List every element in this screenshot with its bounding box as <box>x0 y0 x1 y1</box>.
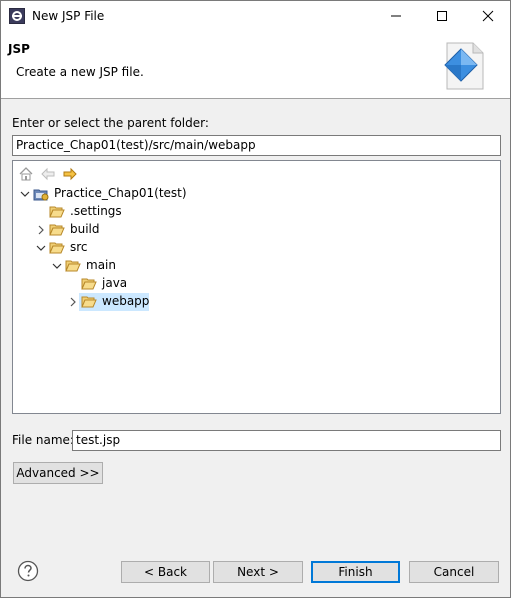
minimize-button[interactable] <box>373 1 419 31</box>
title-bar: New JSP File <box>1 1 510 31</box>
back-arrow-icon[interactable] <box>40 166 56 182</box>
home-icon[interactable] <box>18 166 34 182</box>
window-title: New JSP File <box>32 9 105 23</box>
chevron-down-icon[interactable] <box>19 188 31 200</box>
close-icon <box>482 10 494 22</box>
banner-title: JSP <box>8 42 30 56</box>
tree-item-label: java <box>102 276 128 290</box>
help-icon[interactable] <box>17 560 39 582</box>
folder-open-icon <box>49 242 65 254</box>
maximize-icon <box>437 11 447 21</box>
file-name-input[interactable]: test.jsp <box>72 430 501 451</box>
back-button[interactable]: < Back <box>121 561 210 583</box>
close-button[interactable] <box>465 1 510 31</box>
advanced-button[interactable]: Advanced >> <box>13 462 103 484</box>
chevron-right-icon[interactable] <box>35 224 47 236</box>
folder-open-icon <box>81 296 97 308</box>
next-button[interactable]: Next > <box>213 561 303 583</box>
jsp-file-wizard-icon <box>444 42 484 90</box>
selection-highlight <box>79 293 149 311</box>
tree-item-label: build <box>70 222 100 236</box>
project-icon <box>33 189 49 201</box>
chevron-down-icon[interactable] <box>51 260 63 272</box>
tree-item-label: src <box>70 240 88 254</box>
tree-item-label: webapp <box>102 294 150 308</box>
wizard-banner: JSP Create a new JSP file. <box>1 31 510 99</box>
tree-item-label: Practice_Chap01(test) <box>54 186 187 200</box>
chevron-right-icon[interactable] <box>67 296 79 308</box>
folder-tree[interactable]: Practice_Chap01(test) .settings build sr… <box>12 160 501 414</box>
file-name-label: File name: <box>12 433 74 447</box>
folder-open-icon <box>49 206 65 218</box>
minimize-icon <box>391 15 401 17</box>
folder-open-icon <box>65 260 81 272</box>
cancel-button[interactable]: Cancel <box>409 561 499 583</box>
folder-open-icon <box>49 224 65 236</box>
parent-folder-input[interactable]: Practice_Chap01(test)/src/main/webapp <box>12 135 501 156</box>
chevron-down-icon[interactable] <box>35 242 47 254</box>
banner-description: Create a new JSP file. <box>16 65 144 79</box>
finish-button[interactable]: Finish <box>311 561 400 583</box>
folder-open-icon <box>81 278 97 290</box>
maximize-button[interactable] <box>419 1 465 31</box>
tree-item-label: .settings <box>70 204 122 218</box>
tree-item-label: main <box>86 258 116 272</box>
forward-arrow-icon[interactable] <box>62 166 78 182</box>
parent-folder-label: Enter or select the parent folder: <box>12 116 209 130</box>
eclipse-app-icon <box>9 8 25 24</box>
